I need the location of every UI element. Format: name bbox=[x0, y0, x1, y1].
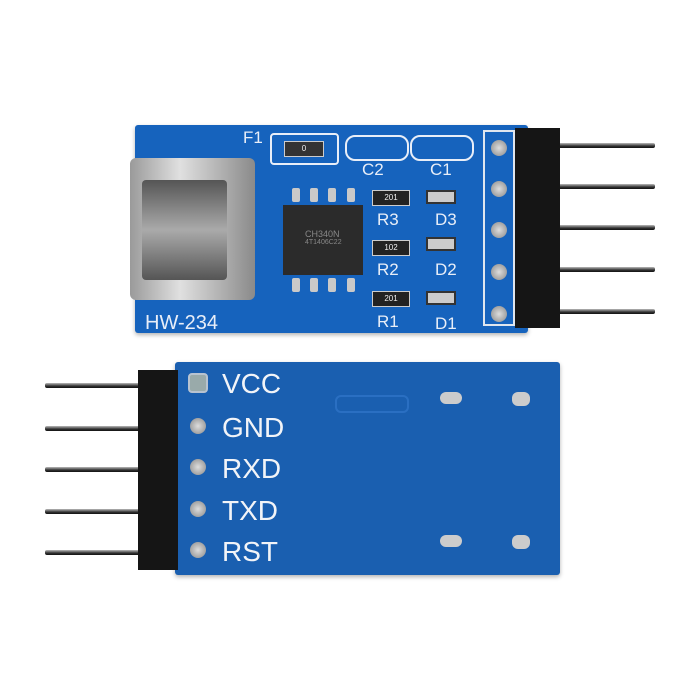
pad-outline bbox=[483, 130, 515, 326]
header-pin bbox=[555, 184, 655, 189]
led-d3 bbox=[426, 190, 456, 204]
header-pin bbox=[555, 225, 655, 230]
label-r1: R1 bbox=[377, 312, 399, 331]
model-label: HW-234 bbox=[145, 312, 218, 334]
label-f1: F1 bbox=[243, 128, 263, 147]
label-r2: R2 bbox=[377, 260, 399, 279]
label-c2: C2 bbox=[362, 160, 384, 179]
label-rst: RST bbox=[222, 536, 278, 567]
led-d1 bbox=[426, 291, 456, 305]
label-txd: TXD bbox=[222, 495, 278, 526]
pin-header bbox=[138, 370, 178, 570]
solder-pad bbox=[440, 392, 462, 404]
label-d2: D2 bbox=[435, 260, 457, 279]
header-pin bbox=[555, 143, 655, 148]
label-r3: R3 bbox=[377, 210, 399, 229]
label-d1: D1 bbox=[435, 314, 457, 333]
bottom-pcb bbox=[175, 362, 560, 575]
label-vcc: VCC bbox=[222, 368, 282, 399]
capacitor-c1 bbox=[410, 135, 474, 161]
label-gnd: GND bbox=[222, 412, 285, 443]
resistor-r2: 102 bbox=[372, 240, 410, 256]
header-pin bbox=[555, 309, 655, 314]
pin-header bbox=[515, 128, 560, 328]
label-d3: D3 bbox=[435, 210, 457, 229]
header-pin bbox=[555, 267, 655, 272]
label-rxd: RXD bbox=[222, 453, 282, 484]
fuse: 0 bbox=[270, 133, 339, 165]
label-c1: C1 bbox=[430, 160, 452, 179]
resistor-r1: 201 bbox=[372, 291, 410, 307]
capacitor-c2 bbox=[345, 135, 409, 161]
led-d2 bbox=[426, 237, 456, 251]
resistor-r3: 201 bbox=[372, 190, 410, 206]
